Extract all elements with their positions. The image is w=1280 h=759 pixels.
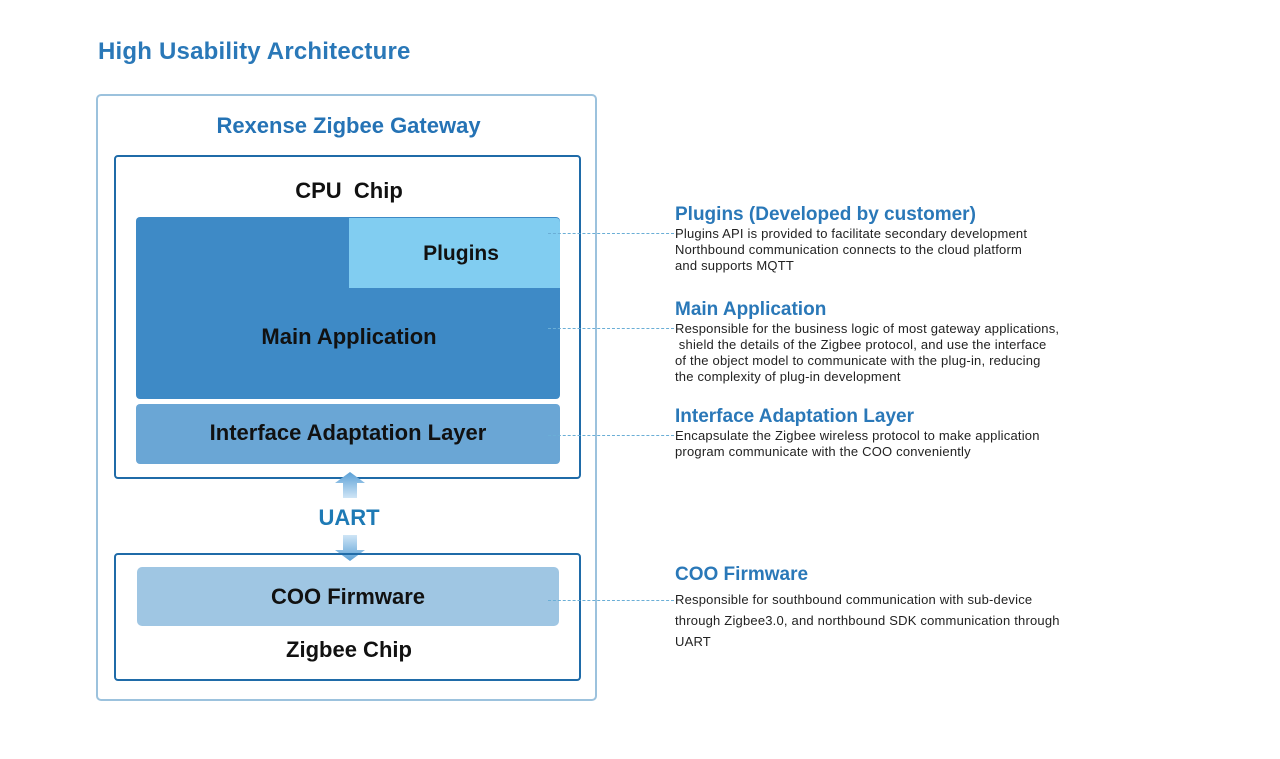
interface-leader-line (548, 435, 674, 436)
main-application-leader-line (548, 328, 674, 329)
interface-description-line: program communicate with the COO conveni… (675, 444, 971, 459)
plugins-description-title: Plugins (Developed by customer) (675, 204, 976, 225)
coo-firmware-description: COO Firmware Responsible for southbound … (675, 564, 1060, 652)
cpu-chip-title: CPU Chip (295, 178, 403, 203)
main-application-label: Main Application (261, 324, 437, 349)
plugins-description-line: and supports MQTT (675, 258, 794, 273)
coo-firmware-block (137, 567, 559, 626)
interface-description-line: Encapsulate the Zigbee wireless protocol… (675, 428, 1040, 443)
plugins-description: Plugins (Developed by customer) Plugins … (675, 204, 1027, 274)
coo-firmware-description-line: Responsible for southbound communication… (675, 592, 1033, 607)
main-application-description-title: Main Application (675, 299, 827, 320)
interface-description-title: Interface Adaptation Layer (675, 406, 914, 427)
coo-firmware-label: COO Firmware (270, 584, 426, 609)
gateway-title: Rexense Zigbee Gateway (216, 113, 481, 138)
interface-adaptation-label: Interface Adaptation Layer (209, 420, 487, 445)
interface-description: Interface Adaptation Layer Encapsulate t… (675, 406, 1040, 460)
coo-firmware-description-title: COO Firmware (675, 564, 809, 585)
main-application-description: Main Application Responsible for the bus… (675, 299, 1059, 385)
main-application-description-line: the complexity of plug-in development (675, 369, 901, 384)
plugins-label: Plugins (423, 242, 499, 265)
gateway-frame (96, 94, 597, 701)
zigbee-chip-box (114, 553, 581, 681)
arrow-up-icon (335, 472, 365, 498)
coo-firmware-leader-line (548, 600, 674, 601)
main-application-description-line: of the object model to communicate with … (675, 353, 1041, 368)
coo-firmware-description-line: through Zigbee3.0, and northbound SDK co… (675, 613, 1060, 628)
interface-adaptation-block (136, 404, 560, 464)
page-title: High Usability Architecture (98, 38, 411, 65)
uart-label: UART (318, 505, 380, 530)
plugins-description-line: Plugins API is provided to facilitate se… (675, 226, 1028, 241)
coo-firmware-description-line: UART (675, 634, 711, 649)
plugins-block (349, 218, 560, 288)
zigbee-chip-title: Zigbee Chip (286, 637, 412, 662)
main-application-description-line: shield the details of the Zigbee protoco… (675, 337, 1047, 352)
plugins-description-line: Northbound communication connects to the… (675, 242, 1023, 257)
plugins-leader-line (548, 233, 674, 234)
main-application-description-line: Responsible for the business logic of mo… (675, 321, 1060, 336)
